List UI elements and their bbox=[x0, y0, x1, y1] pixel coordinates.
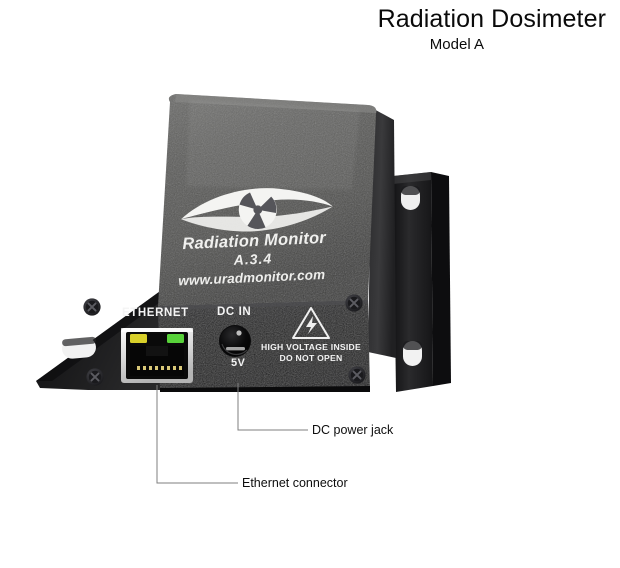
lid-website: www.uradmonitor.com bbox=[178, 267, 325, 288]
callout-dc-power-jack: DC power jack bbox=[312, 423, 394, 437]
high-voltage-triangle-icon bbox=[292, 307, 330, 339]
lid-label: Radiation Monitor A.3.4 www.uradmonitor.… bbox=[178, 188, 333, 288]
leader-dc-power-jack bbox=[237, 383, 308, 431]
phillips-screw-icon bbox=[83, 298, 101, 316]
warning-line-2: DO NOT OPEN bbox=[280, 353, 343, 363]
warning-line-1: HIGH VOLTAGE INSIDE bbox=[261, 342, 361, 352]
callout-leader-lines bbox=[156, 383, 308, 484]
leader-ethernet bbox=[156, 385, 238, 484]
rj45-contacts bbox=[137, 366, 182, 370]
slot-hole-icon bbox=[62, 336, 96, 359]
slot-hole-icon bbox=[403, 341, 422, 366]
title-block: Radiation Dosimeter Model A bbox=[378, 4, 606, 54]
radiation-eye-logo-icon bbox=[181, 188, 333, 232]
led-left bbox=[130, 334, 147, 343]
voltage-label: 5V bbox=[231, 357, 246, 369]
page-title: Radiation Dosimeter bbox=[377, 5, 606, 33]
dc-in-label: DC IN bbox=[217, 306, 251, 318]
mounting-bracket bbox=[393, 172, 451, 392]
device-side-face bbox=[368, 108, 396, 358]
callout-ethernet-connector: Ethernet connector bbox=[242, 476, 348, 490]
panel-screws bbox=[83, 294, 366, 386]
ethernet-label: ETHERNET bbox=[122, 307, 189, 319]
barrel-jack-icon[interactable] bbox=[219, 325, 251, 357]
phillips-screw-icon bbox=[86, 368, 104, 386]
slot-hole-icon bbox=[401, 186, 420, 210]
product-model: Model A bbox=[429, 36, 484, 53]
lid-version: A.3.4 bbox=[232, 250, 272, 268]
led-right bbox=[167, 334, 184, 343]
phillips-screw-icon bbox=[345, 294, 363, 312]
rj45-jack-icon[interactable] bbox=[121, 328, 193, 383]
phillips-screw-icon bbox=[348, 366, 366, 384]
